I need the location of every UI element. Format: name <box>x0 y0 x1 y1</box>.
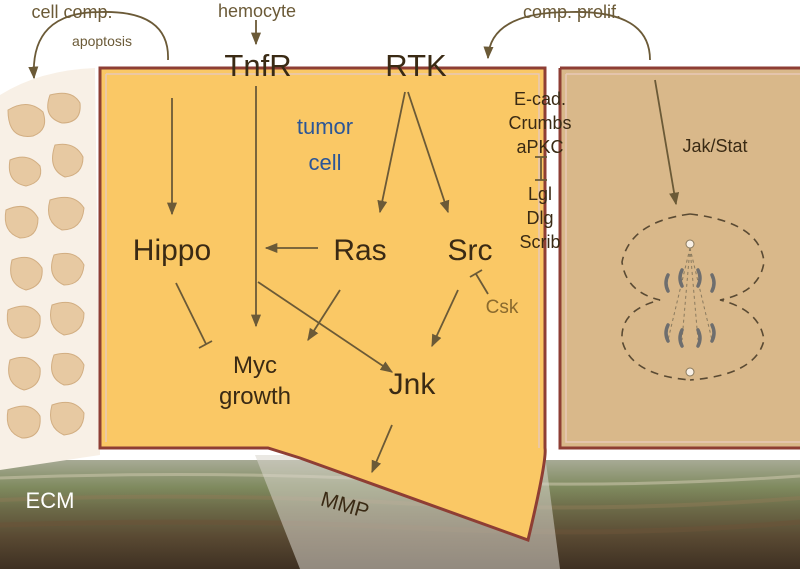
tumor-cell <box>98 66 547 542</box>
apkc-label: aPKC <box>516 137 563 157</box>
csk-label: Csk <box>486 297 519 318</box>
signaling-arrows <box>166 79 680 474</box>
rtk-label: RTK <box>385 48 447 83</box>
scrib-label: Scrib <box>519 232 560 252</box>
top-arrows <box>28 11 651 80</box>
cell-comp-label: cell comp. <box>31 2 112 22</box>
ecm-label: ECM <box>26 488 75 513</box>
dlg-label: Dlg <box>526 208 553 228</box>
hippo-label: Hippo <box>133 234 211 267</box>
mitosis-illustration <box>621 213 765 381</box>
tumor-label: tumor <box>297 114 353 139</box>
tnfr-label: TnfR <box>224 48 291 83</box>
labels: cell comp. apoptosis hemocyte comp. prol… <box>26 1 748 523</box>
ecad-label: E-cad. <box>514 89 566 109</box>
comp-prolif-label: comp. prolif. <box>523 2 621 22</box>
neighbor-cell <box>560 68 800 448</box>
myc-label: Myc <box>233 352 277 379</box>
crumbs-label: Crumbs <box>508 113 571 133</box>
cell-label: cell <box>308 150 341 175</box>
hemocyte-label: hemocyte <box>218 1 296 21</box>
jakstat-label: Jak/Stat <box>682 136 747 156</box>
growth-label: growth <box>219 383 291 410</box>
jnk-label: Jnk <box>389 368 437 401</box>
ras-label: Ras <box>333 234 386 267</box>
lgl-label: Lgl <box>528 184 552 204</box>
apoptotic-cell-region <box>0 68 100 470</box>
src-label: Src <box>448 234 493 267</box>
apoptosis-label: apoptosis <box>72 33 132 49</box>
